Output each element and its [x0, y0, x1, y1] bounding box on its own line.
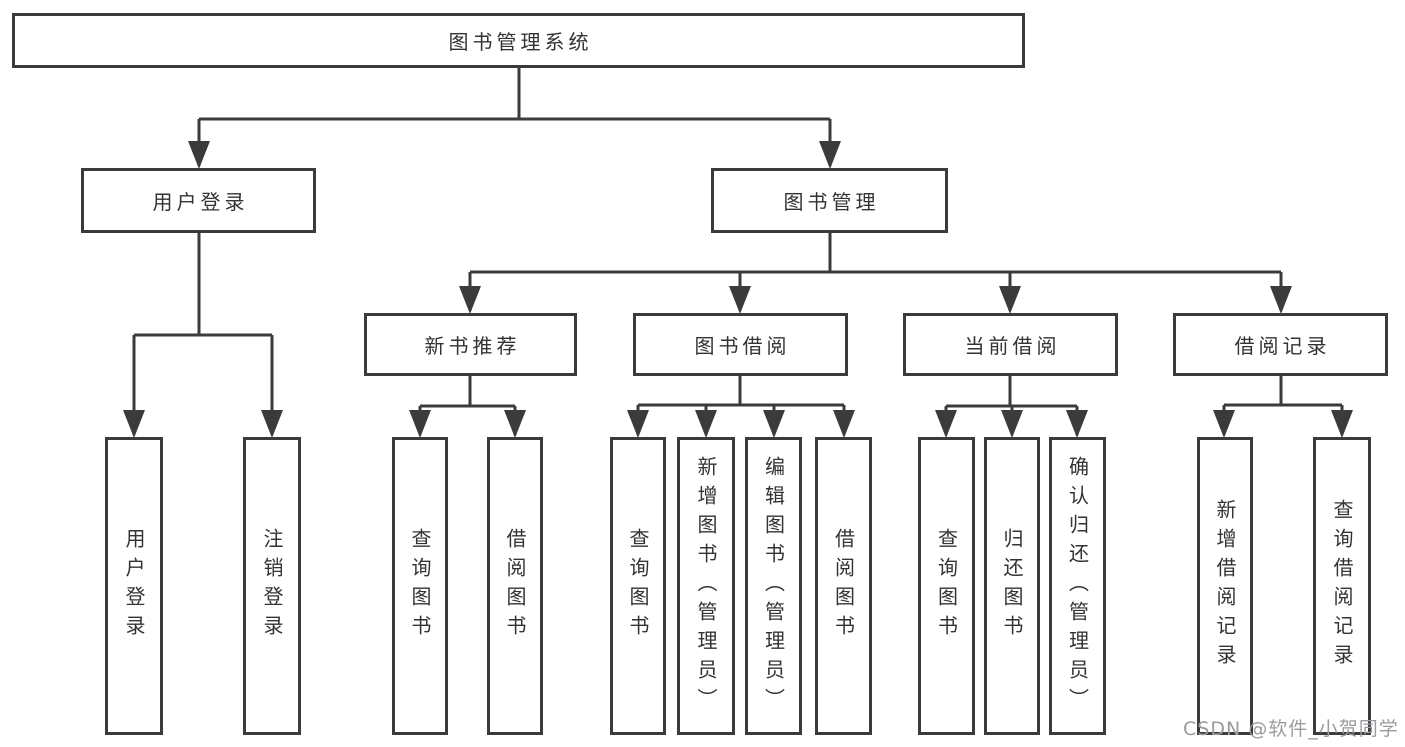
connector-new-book-rec-to-leaves: [418, 376, 517, 435]
arrowheads-level3: [459, 286, 1292, 314]
leaf-bor-borrow-book: 借阅图书: [815, 437, 872, 735]
arrowheads-current-borrow-leaves: [935, 410, 1088, 438]
leaf-recs-add-record: 新增借阅记录: [1197, 437, 1253, 735]
arrowheads-user-login-leaves: [123, 410, 283, 438]
watermark-text: CSDN @软件_小贺同学: [1183, 718, 1399, 740]
node-current-borrow: 当前借阅: [903, 313, 1118, 376]
connector-user-login-to-leaves: [132, 233, 274, 435]
node-user-login: 用户登录: [81, 168, 316, 233]
leaf-bor-add-book: 新增图书（管理员）: [677, 437, 735, 735]
connector-borrow-records-to-leaves: [1222, 376, 1344, 435]
connector-book-mgmt-to-level3: [468, 233, 1283, 311]
connector-root-to-level2: [197, 68, 832, 166]
leaf-bor-query-book: 查询图书: [610, 437, 666, 735]
leaf-recs-query-record: 查询借阅记录: [1313, 437, 1371, 735]
arrowheads-book-borrow-leaves: [627, 410, 855, 438]
arrowheads-new-book-rec-leaves: [409, 410, 526, 438]
leaf-user-login: 用户登录: [105, 437, 163, 735]
connector-book-borrow-to-leaves: [636, 376, 846, 435]
node-new-book-rec: 新书推荐: [364, 313, 577, 376]
leaf-cur-query-book: 查询图书: [918, 437, 975, 735]
node-book-mgmt: 图书管理: [711, 168, 948, 233]
leaf-cur-return-book: 归还图书: [984, 437, 1040, 735]
node-borrow-records: 借阅记录: [1173, 313, 1388, 376]
leaf-cur-confirm-return: 确认归还（管理员）: [1049, 437, 1106, 735]
node-root: 图书管理系统: [12, 13, 1025, 68]
leaf-logout: 注销登录: [243, 437, 301, 735]
arrowheads-level2: [188, 141, 841, 169]
arrowheads-borrow-records-leaves: [1213, 410, 1353, 438]
leaf-rec-query-book: 查询图书: [392, 437, 448, 735]
node-book-borrow: 图书借阅: [633, 313, 848, 376]
leaf-bor-edit-book: 编辑图书（管理员）: [745, 437, 802, 735]
leaf-rec-borrow-book: 借阅图书: [487, 437, 543, 735]
